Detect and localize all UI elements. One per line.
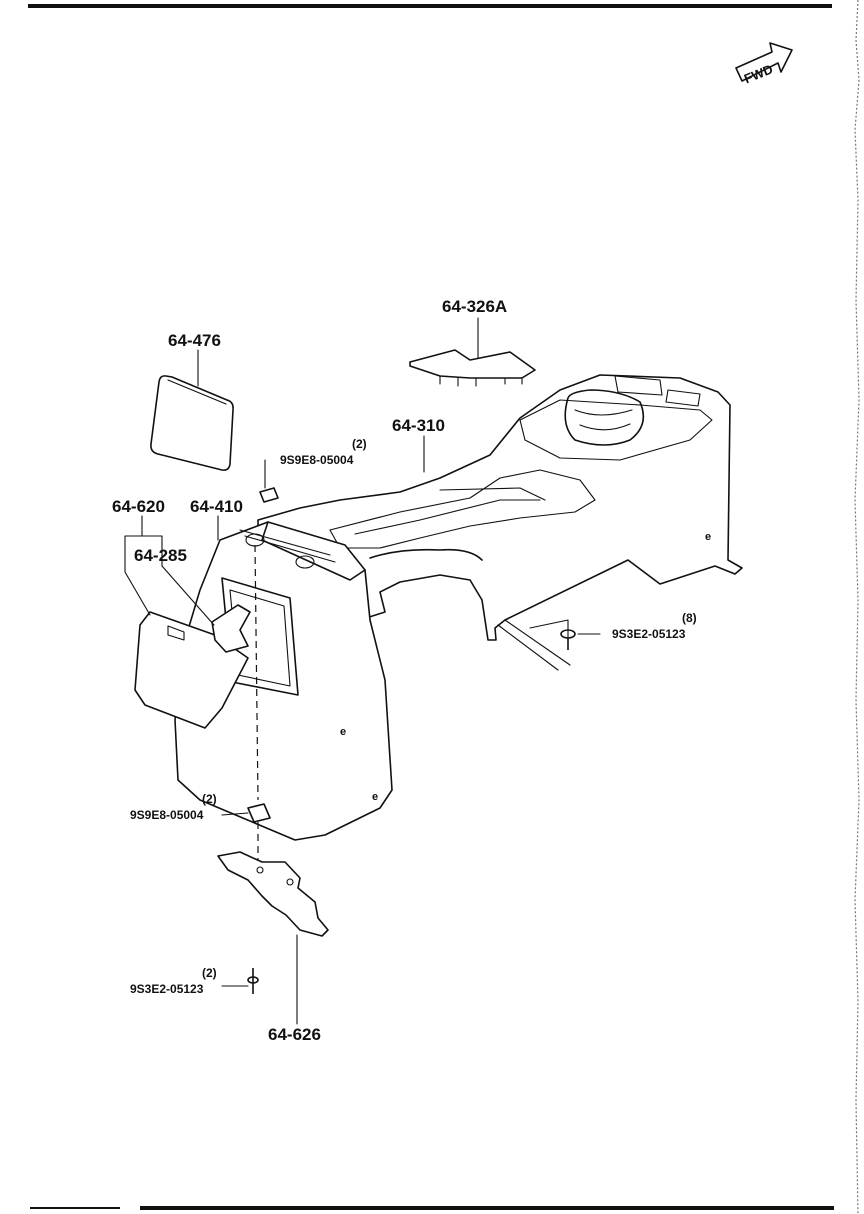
page-frame bbox=[28, 0, 860, 1214]
label-64-285: 64-285 bbox=[134, 546, 187, 565]
label-64-326A: 64-326A bbox=[442, 297, 507, 316]
clip-lower bbox=[247, 803, 271, 823]
label-64-310: 64-310 bbox=[392, 416, 445, 435]
qty-screw-lower: (2) bbox=[202, 966, 217, 980]
fwd-arrow-badge: FWD bbox=[735, 42, 793, 86]
svg-text:e: e bbox=[340, 726, 346, 738]
code-screw-lower: 9S3E2-05123 bbox=[130, 982, 204, 996]
svg-text:e: e bbox=[705, 531, 711, 543]
code-screw-right: 9S3E2-05123 bbox=[612, 627, 686, 641]
part-64-326A-plate bbox=[409, 349, 536, 387]
qty-clip-upper: (2) bbox=[352, 437, 367, 451]
code-clip-lower: 9S9E8-05004 bbox=[130, 808, 204, 822]
qty-clip-lower: (2) bbox=[202, 792, 217, 806]
leader-lines bbox=[124, 317, 601, 1025]
qty-screw-right: (8) bbox=[682, 611, 697, 625]
label-64-410: 64-410 bbox=[190, 497, 243, 516]
code-clip-upper: 9S9E8-05004 bbox=[280, 453, 354, 467]
part-64-310-console: e bbox=[257, 374, 743, 671]
part-64-285-bracket bbox=[211, 604, 251, 653]
label-64-476: 64-476 bbox=[168, 331, 221, 350]
part-64-626-lower-bracket bbox=[217, 851, 329, 937]
screw-lower bbox=[247, 968, 259, 994]
label-64-620: 64-620 bbox=[112, 497, 165, 516]
clip-upper bbox=[259, 487, 279, 503]
label-64-626: 64-626 bbox=[268, 1025, 321, 1044]
part-64-476-lid bbox=[150, 375, 234, 471]
svg-text:e: e bbox=[372, 791, 378, 803]
